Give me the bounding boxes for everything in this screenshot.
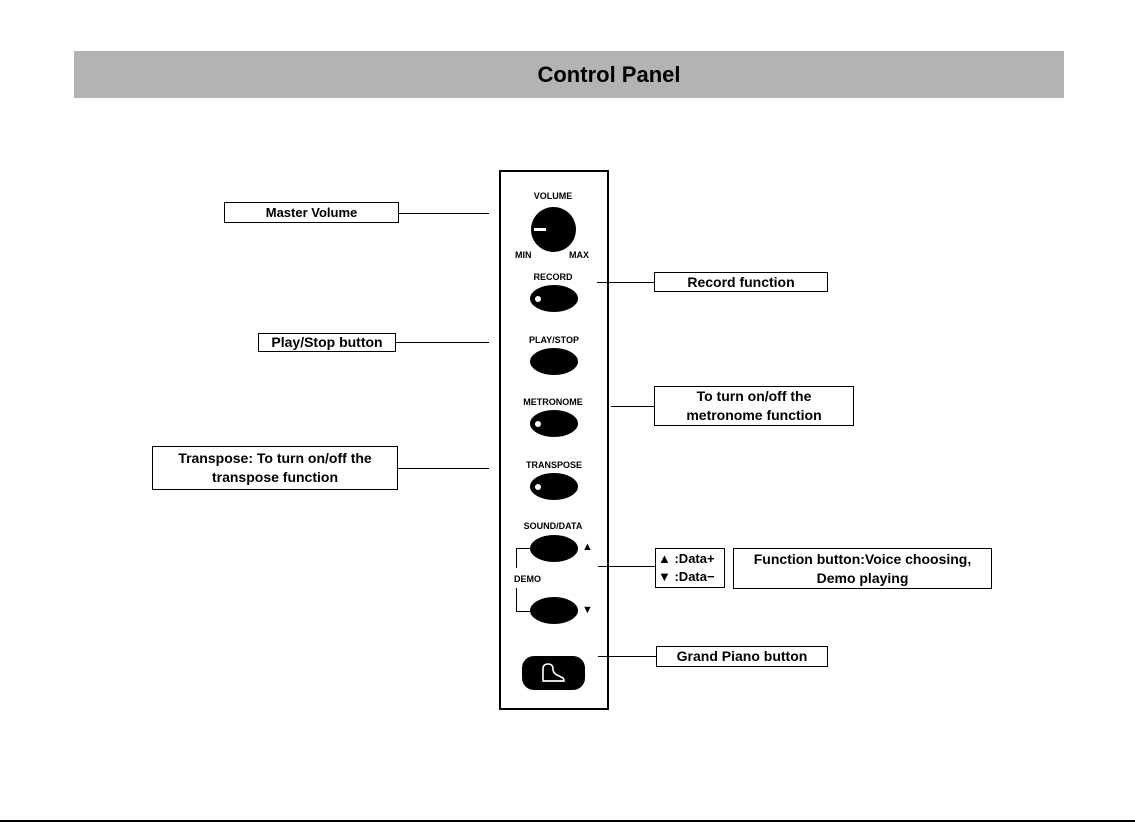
callout-grand-piano: Grand Piano button bbox=[656, 646, 828, 667]
grand-piano-icon bbox=[542, 663, 565, 682]
demo-bracket-bottom bbox=[516, 611, 530, 612]
leader-metronome bbox=[611, 406, 654, 407]
callout-metronome-line2: metronome function bbox=[686, 407, 822, 423]
leader-grand-piano bbox=[598, 656, 656, 657]
callout-metronome-line1: To turn on/off the bbox=[696, 388, 812, 404]
callout-transpose-line1: Transpose: To turn on/off the bbox=[178, 450, 372, 466]
callout-play-stop: Play/Stop button bbox=[258, 333, 396, 352]
leader-record bbox=[597, 282, 654, 283]
callout-data-minus: ▼ :Data− bbox=[658, 569, 715, 584]
leader-transpose bbox=[398, 468, 489, 469]
callout-data-keys: ▲ :Data+ ▼ :Data− bbox=[655, 548, 725, 588]
volume-max-label: MAX bbox=[569, 250, 589, 260]
callout-function-line1: Function button:Voice choosing, bbox=[753, 550, 972, 567]
down-arrow-icon: ▼ bbox=[582, 604, 593, 616]
play-stop-label: PLAY/STOP bbox=[528, 335, 580, 345]
volume-knob-indicator bbox=[534, 228, 546, 231]
demo-bracket-lower bbox=[516, 588, 517, 611]
record-label: RECORD bbox=[533, 272, 573, 282]
demo-bracket-upper bbox=[516, 548, 517, 568]
volume-label: VOLUME bbox=[533, 191, 573, 201]
sound-data-down-button[interactable] bbox=[530, 597, 578, 624]
metronome-led bbox=[535, 421, 541, 427]
callout-transpose: Transpose: To turn on/off the transpose … bbox=[152, 446, 398, 490]
callout-master-volume: Master Volume bbox=[224, 202, 399, 223]
leader-master-volume bbox=[399, 213, 489, 214]
grand-piano-button[interactable] bbox=[522, 656, 585, 690]
callout-metronome: To turn on/off the metronome function bbox=[654, 386, 854, 426]
page-title: Control Panel bbox=[537, 61, 681, 87]
sound-data-up-button[interactable] bbox=[530, 535, 578, 562]
play-stop-button[interactable] bbox=[530, 348, 578, 375]
callout-transpose-line2: transpose function bbox=[211, 469, 338, 485]
transpose-button[interactable] bbox=[530, 473, 578, 500]
demo-bracket-top bbox=[516, 548, 530, 549]
metronome-button[interactable] bbox=[530, 410, 578, 437]
callout-record: Record function bbox=[654, 272, 828, 292]
leader-play-stop bbox=[396, 342, 489, 343]
metronome-label: METRONOME bbox=[523, 397, 583, 407]
record-button[interactable] bbox=[530, 285, 578, 312]
transpose-label: TRANSPOSE bbox=[525, 460, 582, 470]
demo-label: DEMO bbox=[514, 574, 541, 584]
leader-sound-data bbox=[598, 566, 655, 567]
up-arrow-icon: ▲ bbox=[582, 541, 593, 553]
control-panel bbox=[499, 170, 609, 710]
sound-data-label: SOUND/DATA bbox=[523, 521, 583, 531]
footer-rule bbox=[0, 820, 1135, 822]
callout-function-button: Function button:Voice choosing, Demo pla… bbox=[733, 548, 992, 589]
callout-data-plus: ▲ :Data+ bbox=[658, 551, 715, 566]
page-title-bar: Control Panel bbox=[74, 51, 1064, 98]
record-led bbox=[535, 296, 541, 302]
callout-function-line2: Demo playing bbox=[816, 569, 909, 586]
transpose-led bbox=[535, 484, 541, 490]
volume-min-label: MIN bbox=[515, 250, 532, 260]
